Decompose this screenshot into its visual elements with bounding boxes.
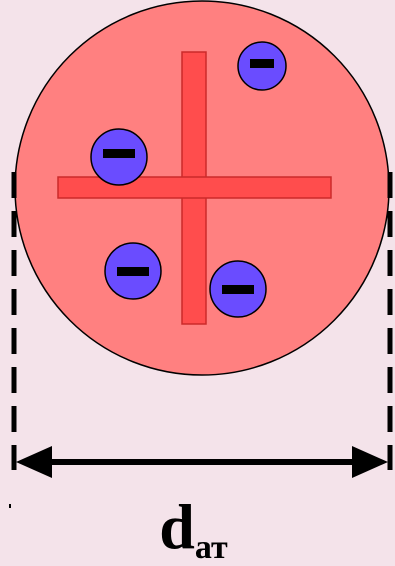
minus-sign-icon: [222, 285, 254, 294]
right-arrowhead-icon: [352, 446, 388, 478]
positive-charge-horizontal-bar: [57, 176, 332, 199]
diameter-label-subscript: ат: [194, 529, 228, 566]
minus-sign-icon: [250, 59, 274, 68]
electron: [104, 242, 162, 300]
electron: [90, 128, 148, 186]
minus-sign-icon: [117, 267, 149, 276]
diameter-label-symbol: d: [159, 491, 195, 562]
left-arrowhead-icon: [16, 446, 52, 478]
electron: [237, 41, 287, 91]
electron: [209, 260, 267, 318]
diameter-label: dат: [0, 495, 395, 566]
diameter-dimension-arrow: [16, 446, 388, 478]
minus-sign-icon: [103, 149, 135, 158]
